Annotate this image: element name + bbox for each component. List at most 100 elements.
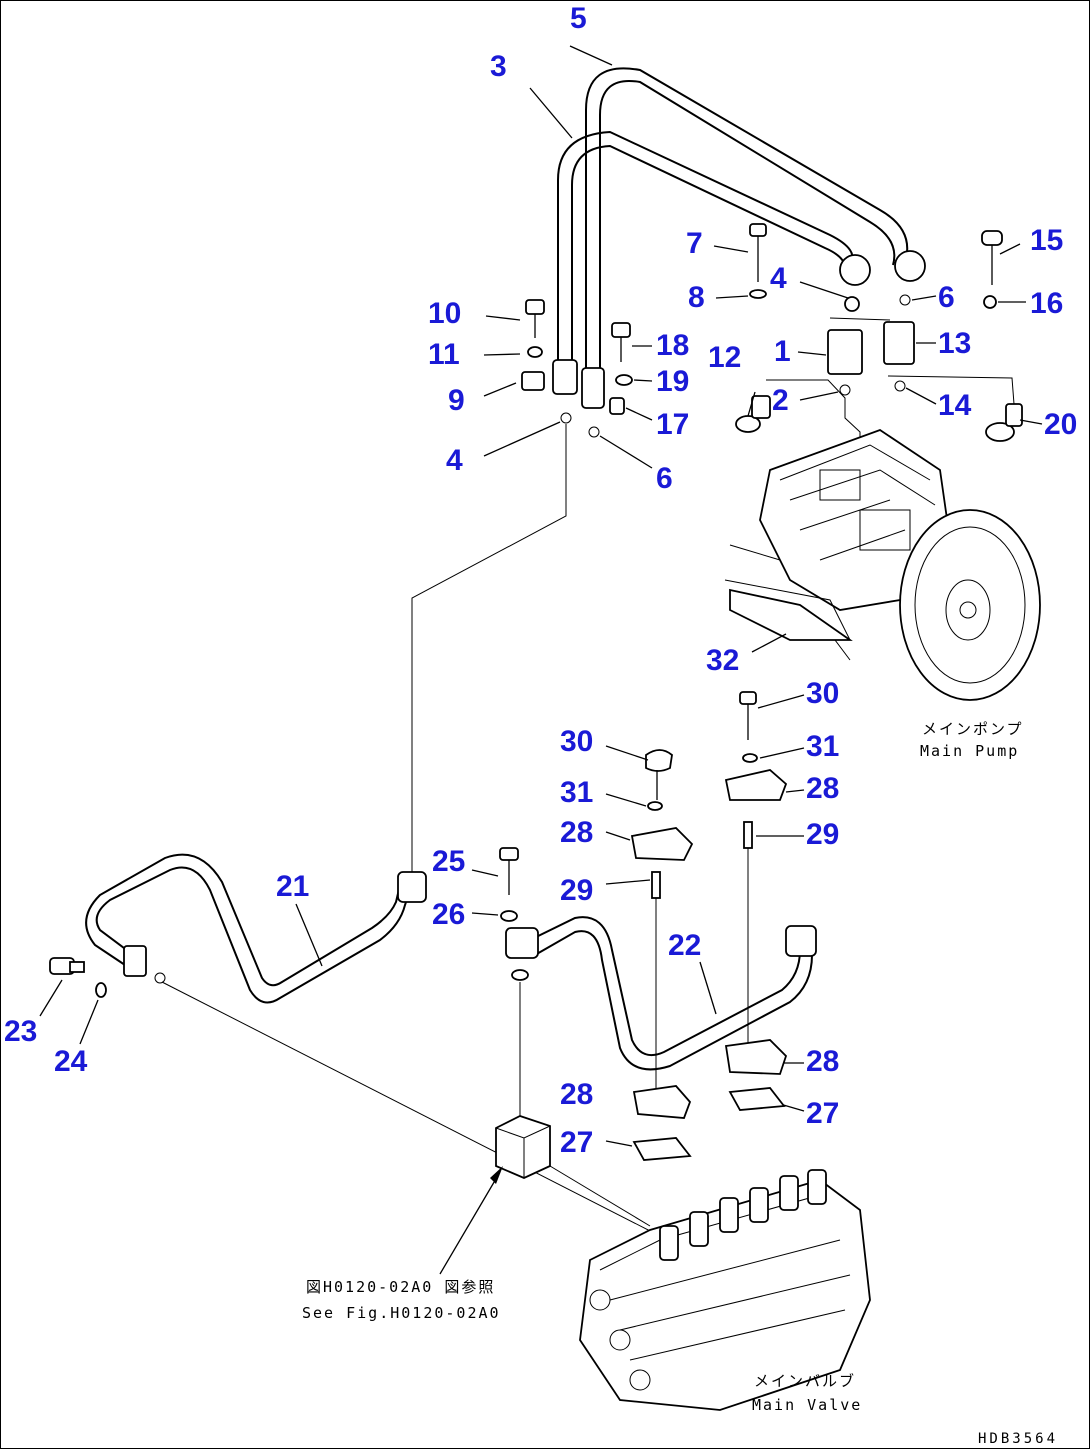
connection-line [161, 981, 661, 1237]
callout-labels: 5 3 7 4 8 15 6 16 10 18 12 1 13 11 19 2 … [4, 2, 1077, 1159]
callout-20: 20 [1044, 408, 1077, 441]
callout-31a: 31 [560, 776, 593, 809]
tube-22 [529, 916, 813, 1071]
main-pump-caption-jp: メインポンプ [922, 720, 1024, 738]
bolt-30b [739, 691, 757, 740]
callout-16: 16 [1030, 287, 1063, 320]
block-1 [827, 329, 863, 375]
callout-26: 26 [432, 898, 465, 931]
callout-4b: 4 [446, 444, 463, 477]
bolt-18 [611, 322, 631, 362]
tube-21 [85, 853, 411, 1004]
main-pump-caption-en: Main Pump [920, 742, 1019, 760]
clamp-9 [521, 371, 545, 391]
o-ring-6b [899, 294, 911, 306]
drawing-code: HDB3564 [978, 1431, 1058, 1447]
leader-25 [471, 869, 499, 877]
fitting-17 [609, 397, 625, 415]
elbow-12 [735, 395, 771, 433]
callout-29a: 29 [806, 818, 839, 851]
tube-fitting [397, 871, 427, 903]
callout-8: 8 [688, 281, 705, 314]
o-ring-2 [839, 384, 851, 396]
leader-32 [751, 633, 787, 653]
leader-23 [39, 979, 63, 1017]
bolt-15 [981, 230, 1003, 285]
plate-27a [632, 1137, 692, 1161]
washer-19 [615, 374, 633, 386]
callout-11: 11 [428, 338, 460, 371]
callout-2: 2 [772, 384, 789, 417]
callout-27a: 27 [560, 1126, 593, 1159]
main-valve-caption-en: Main Valve [752, 1396, 862, 1414]
leader-26 [471, 912, 499, 916]
clamp-28c [630, 827, 694, 861]
see-fig-caption-jp: 図H0120-02A0 図参照 [306, 1278, 495, 1296]
callout-30a: 30 [560, 725, 593, 758]
tube-fitting [505, 927, 539, 959]
tube-fitting [785, 925, 817, 957]
callout-3: 3 [490, 50, 507, 83]
o-ring-4 [560, 412, 572, 424]
callout-18: 18 [656, 329, 689, 362]
tube-fitting [123, 945, 147, 977]
callout-24: 24 [54, 1045, 88, 1078]
bolt-10 [525, 299, 545, 338]
hose-5 [585, 67, 909, 385]
main-valve-caption-jp: メインバルブ [754, 1372, 856, 1390]
leader-lines-right-stack [756, 694, 805, 1112]
washer-8 [749, 289, 767, 299]
callout-10: 10 [428, 297, 461, 330]
washer-16 [983, 295, 997, 309]
callout-21: 21 [276, 870, 309, 903]
main-valve [579, 1169, 871, 1411]
callout-13: 13 [938, 327, 971, 360]
plug-23 [49, 957, 85, 975]
callout-1: 1 [774, 335, 791, 368]
spacer-29a [743, 821, 753, 849]
main-pump [724, 428, 1041, 701]
o-ring [511, 969, 529, 981]
callout-28c: 28 [560, 816, 593, 849]
callout-6b: 6 [656, 462, 673, 495]
washer-11 [527, 346, 543, 358]
leader-21 [295, 903, 323, 967]
callout-15: 15 [1030, 224, 1063, 257]
leader-24 [79, 999, 99, 1045]
washer-26 [500, 910, 518, 922]
callout-9: 9 [448, 384, 465, 417]
callout-28a: 28 [806, 772, 839, 805]
callout-19: 19 [656, 365, 689, 398]
callout-29b: 29 [560, 874, 593, 907]
callout-27b: 27 [806, 1097, 839, 1130]
leader-22 [699, 961, 717, 1015]
callout-32: 32 [706, 644, 739, 677]
hose-fitting [581, 367, 605, 409]
leader-lines-mid-stack [605, 745, 651, 1147]
callout-7: 7 [686, 227, 703, 260]
bolt-25 [499, 847, 519, 895]
manifold-block [495, 1115, 551, 1179]
callout-6: 6 [938, 281, 955, 314]
hose-fitting [552, 359, 578, 395]
callout-30b: 30 [806, 677, 839, 710]
connection-line [549, 1165, 651, 1227]
bolt-7 [749, 223, 767, 282]
connection-line [411, 424, 567, 880]
callout-31b: 31 [806, 730, 839, 763]
callout-17: 17 [656, 408, 689, 441]
flange [839, 254, 871, 286]
washer-31b [742, 753, 758, 763]
callout-25: 25 [432, 845, 465, 878]
callout-23: 23 [4, 1015, 37, 1048]
clamp-28a [724, 769, 788, 801]
elbow-20 [985, 403, 1023, 442]
o-ring-4b [844, 296, 860, 312]
see-fig-caption-en: See Fig.H0120-02A0 [302, 1304, 501, 1322]
clamp-28d [632, 1085, 692, 1119]
callout-12: 12 [708, 341, 741, 374]
clamp-28b [724, 1039, 788, 1075]
cap-30a [645, 749, 673, 772]
see-fig-arrow [439, 1166, 503, 1275]
